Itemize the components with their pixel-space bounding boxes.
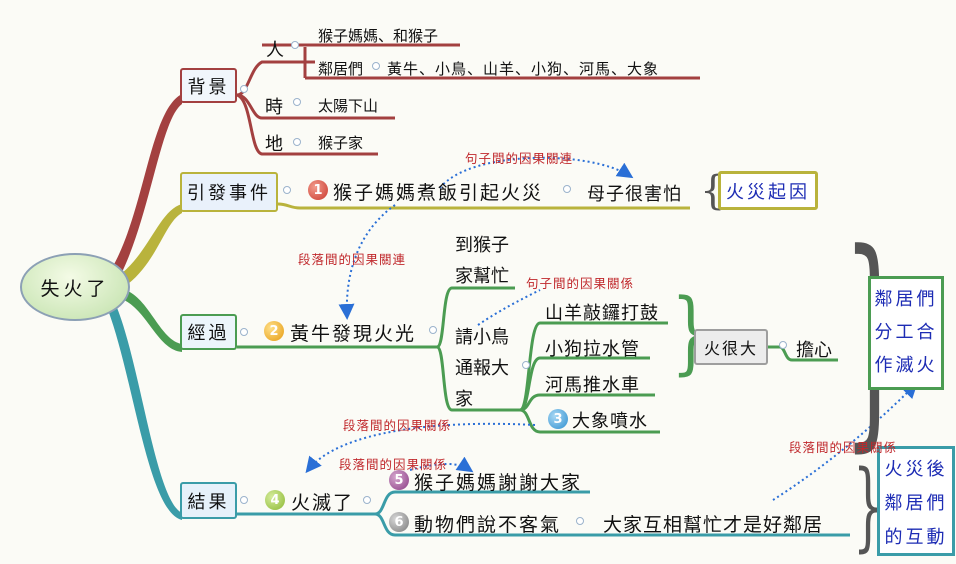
branch-background-wedge: [112, 94, 182, 280]
summary-line: 火災後: [884, 459, 948, 480]
note-paragraph-causal-2: 段落間的因果關係: [343, 418, 452, 433]
result-step5-text: 猴子媽媽謝謝大家: [414, 472, 583, 494]
time-label: 時: [265, 97, 283, 118]
place-label: 地: [265, 134, 283, 155]
cause-result-text: 母子很害怕: [587, 184, 682, 205]
note-paragraph-causal-1: 段落間的因果關連: [298, 252, 407, 267]
summary-neighbors-firefighting: 鄰居們 分工合 作滅火: [868, 276, 944, 390]
branch-result-wedge: [108, 303, 182, 520]
step-3-badge: 3: [548, 409, 568, 429]
action-hippo: 河馬推水車: [545, 375, 640, 396]
process-step2-text: 黃牛發現火光: [290, 323, 417, 345]
summary-after-fire: 火災後 鄰居們 的互動: [877, 446, 955, 556]
step-1-badge: 1: [308, 180, 328, 200]
action-goat: 山羊敲鑼打鼓: [545, 303, 659, 324]
summary-line: 分工合: [874, 322, 938, 343]
connector-dot: [522, 361, 530, 369]
cause-step-text: 猴子媽媽煮飯引起火災: [333, 182, 544, 204]
worry-text: 擔心: [796, 340, 832, 361]
summary-fire-cause: 火災起因: [718, 171, 818, 210]
category-process: 經過: [180, 314, 237, 350]
connector-dot: [291, 41, 299, 49]
connector-dot: [293, 98, 301, 106]
time-value: 太陽下山: [318, 97, 379, 115]
central-topic: 失火了: [20, 253, 130, 321]
fire-big-box: 火很大: [694, 329, 768, 365]
summary-line: 鄰居們: [874, 289, 938, 310]
connector-dot: [372, 62, 380, 70]
good-neighbor-text: 大家互相幫忙才是好鄰居: [603, 514, 824, 536]
ask-bird-line1: 請小鳥: [455, 327, 509, 348]
step-4-badge: 4: [265, 490, 285, 510]
connector-dot: [429, 326, 437, 334]
step-2-badge: 2: [264, 321, 284, 341]
connector-dot: [363, 496, 371, 504]
connector-dot: [576, 517, 584, 525]
note-sentence-causal-2: 句子間的因果關係: [526, 276, 635, 291]
people-item-neighbors-label: 鄰居們: [318, 60, 364, 78]
go-help-line2: 家幫忙: [455, 266, 509, 287]
note-sentence-causal-1: 句子間的因果關連: [465, 151, 574, 166]
connector-dot: [240, 85, 248, 93]
branch-cause-wedge: [122, 204, 182, 284]
step-6-badge: 6: [389, 512, 409, 532]
summary-line: 作滅火: [874, 355, 938, 376]
connector-dot: [283, 186, 291, 194]
category-cause: 引發事件: [180, 172, 278, 212]
go-help-line1: 到猴子: [455, 235, 509, 256]
ask-bird-line3: 家: [455, 389, 473, 410]
category-background: 背景: [180, 68, 237, 103]
result-step6-text: 動物們說不客氣: [414, 514, 562, 536]
connector-dot: [293, 138, 301, 146]
summary-line: 鄰居們: [884, 493, 948, 514]
note-paragraph-causal-3: 段落間的因果關係: [339, 457, 448, 472]
people-item-neighbors-value: 黃牛、小鳥、山羊、小狗、河馬、大象: [387, 60, 660, 78]
category-result: 結果: [180, 482, 237, 519]
people-item-monkeys: 猴子媽媽、和猴子: [318, 27, 439, 45]
action-elephant: 大象噴水: [572, 411, 648, 432]
connector-dot: [240, 328, 248, 336]
action-dog: 小狗拉水管: [545, 339, 640, 360]
connector-dot: [779, 341, 787, 349]
connector-dot: [563, 185, 571, 193]
ask-bird-line2: 通報大: [455, 358, 509, 379]
place-value: 猴子家: [318, 134, 364, 152]
result-step4-text: 火滅了: [291, 492, 355, 514]
people-label: 人: [266, 40, 284, 61]
branch-process-wedge: [124, 290, 182, 352]
step-5-badge: 5: [389, 470, 409, 490]
summary-line: 的互動: [884, 527, 948, 548]
note-paragraph-causal-4: 段落間的因果關係: [789, 440, 898, 455]
connector-dot: [240, 496, 248, 504]
